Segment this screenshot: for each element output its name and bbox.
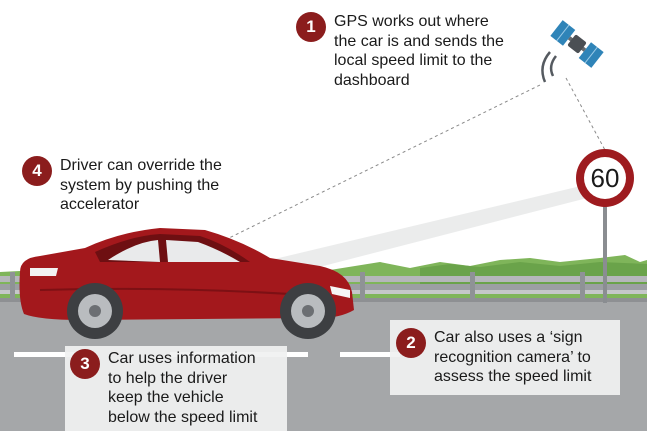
step-3-panel [65,346,287,431]
step-2: 2 Car also uses a ‘sign recognition came… [396,328,591,387]
step-3-badge: 3 [70,349,100,379]
step-1-badge: 1 [296,12,326,42]
step-4-badge: 4 [22,156,52,186]
step-4: 4 Driver can override the system by push… [22,156,222,215]
lane-marking [14,352,74,357]
step-1: 1 GPS works out where the car is and sen… [296,12,504,90]
lane-marking [340,352,400,357]
step-2-text: Car also uses a ‘sign recognition camera… [434,329,592,385]
step-4-text: Driver can override the system by pushin… [60,157,222,213]
step-3-text: Car uses information to help the driver … [108,350,258,426]
step-2-panel [390,320,620,395]
gps-signal-line [224,84,541,241]
satellite-icon [541,20,604,83]
step-1-text: GPS works out where the car is and sends… [334,13,504,89]
gps-signal-line [565,77,606,151]
speed-limit-sign-icon: 60 [576,149,634,303]
step-3: 3 Car uses information to help the drive… [70,349,257,427]
car-icon [19,228,354,339]
speed-limit-value: 60 [591,163,620,193]
step-2-badge: 2 [396,328,426,358]
camera-beam [262,185,595,272]
